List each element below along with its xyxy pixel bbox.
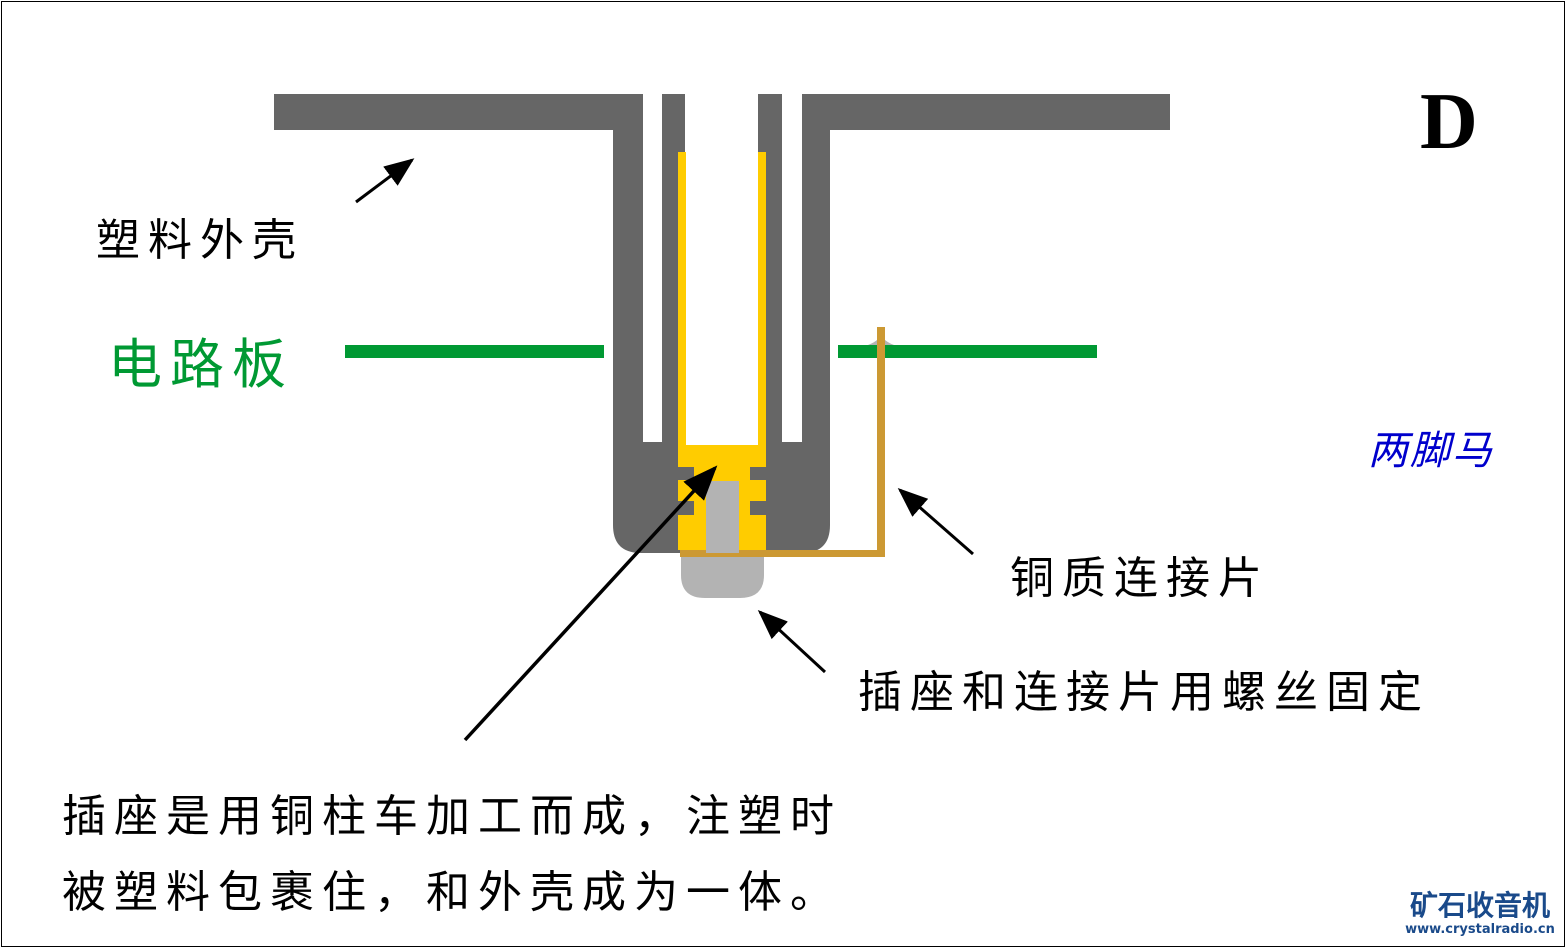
- note-line-1: 插座是用铜柱车加工而成，注塑时: [62, 791, 842, 842]
- screw: [681, 553, 764, 598]
- screw-shank: [706, 481, 739, 553]
- label-copper-strip: 铜质连接片: [1010, 553, 1270, 604]
- handwritten-note: 两脚马: [1368, 428, 1494, 474]
- pcb-left: [345, 345, 604, 358]
- watermark-url: www.crystalradio.cn: [1405, 922, 1555, 937]
- plastic-shell: [274, 94, 1170, 553]
- arrow-shell: [355, 158, 415, 204]
- socket-notches: [678, 467, 766, 515]
- watermark-logo: 矿石收音机 www.crystalradio.cn: [1400, 889, 1560, 938]
- panel-letter: D: [1420, 78, 1478, 166]
- copper-strip: [680, 327, 885, 557]
- label-screw: 插座和连接片用螺丝固定: [858, 667, 1430, 718]
- label-pcb: 电路板: [108, 333, 294, 396]
- watermark-name: 矿石收音机: [1409, 889, 1550, 922]
- label-plastic-shell: 塑料外壳: [96, 215, 304, 266]
- arrow-socket: [463, 465, 718, 742]
- arrow-strip: [897, 488, 974, 556]
- pcb-right: [838, 345, 1097, 358]
- note-line-2: 被塑料包裹住，和外壳成为一体。: [62, 867, 842, 918]
- arrow-screw: [757, 609, 827, 674]
